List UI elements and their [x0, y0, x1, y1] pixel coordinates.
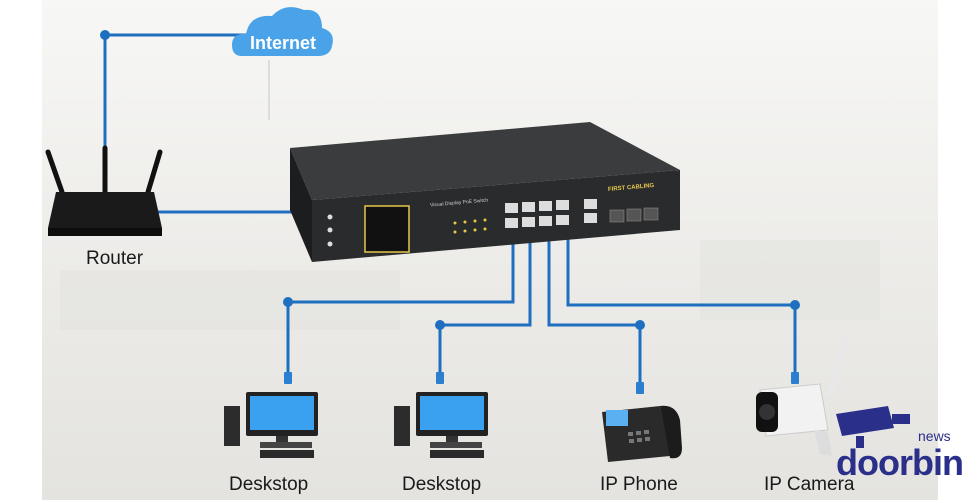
rj45-connector-icon	[284, 372, 292, 384]
brand-tagline: news	[918, 428, 951, 444]
doorbin-logo-icon	[836, 406, 910, 448]
node-dot	[635, 320, 645, 330]
node-dot	[435, 320, 445, 330]
ip-camera-icon	[756, 335, 849, 456]
node-dot	[790, 300, 800, 310]
sfp-ports	[609, 207, 659, 223]
rj45-connector-icon	[636, 382, 644, 394]
desktop-computer-icon	[224, 392, 318, 458]
background-desk	[700, 240, 880, 320]
left-margin	[0, 0, 42, 500]
device-label-ip-camera: IP Camera	[764, 474, 855, 495]
node-dot	[283, 297, 293, 307]
ceiling-lamp	[268, 60, 270, 120]
ip-phone-icon	[602, 405, 682, 462]
desktop-computer-icon	[394, 392, 488, 458]
switch-desktop1-link	[286, 232, 515, 375]
switch-camera-link	[566, 232, 797, 375]
node-dot	[100, 30, 110, 40]
switch-desktop2-link	[438, 232, 532, 375]
switch-display	[364, 205, 410, 253]
background-shelf	[60, 270, 400, 330]
rj45-ports	[505, 199, 597, 228]
router-label: Router	[86, 248, 144, 269]
cloud-icon	[232, 7, 333, 57]
router-icon	[45, 145, 163, 236]
device-label-ip-phone: IP Phone	[600, 474, 678, 495]
brand-name: doorbin	[836, 442, 964, 483]
cloud-label: Internet	[250, 33, 317, 53]
device-label-desktop-1: Deskstop	[229, 474, 309, 495]
device-label-desktop-2: Deskstop	[402, 474, 482, 495]
poe-switch-icon	[290, 122, 680, 262]
router-internet-link	[103, 33, 250, 170]
switch-phone-link	[547, 232, 642, 385]
right-margin	[938, 0, 980, 500]
rj45-connector-icon	[436, 372, 444, 384]
network-links	[103, 33, 797, 385]
rj45-connector-icon	[791, 372, 799, 384]
